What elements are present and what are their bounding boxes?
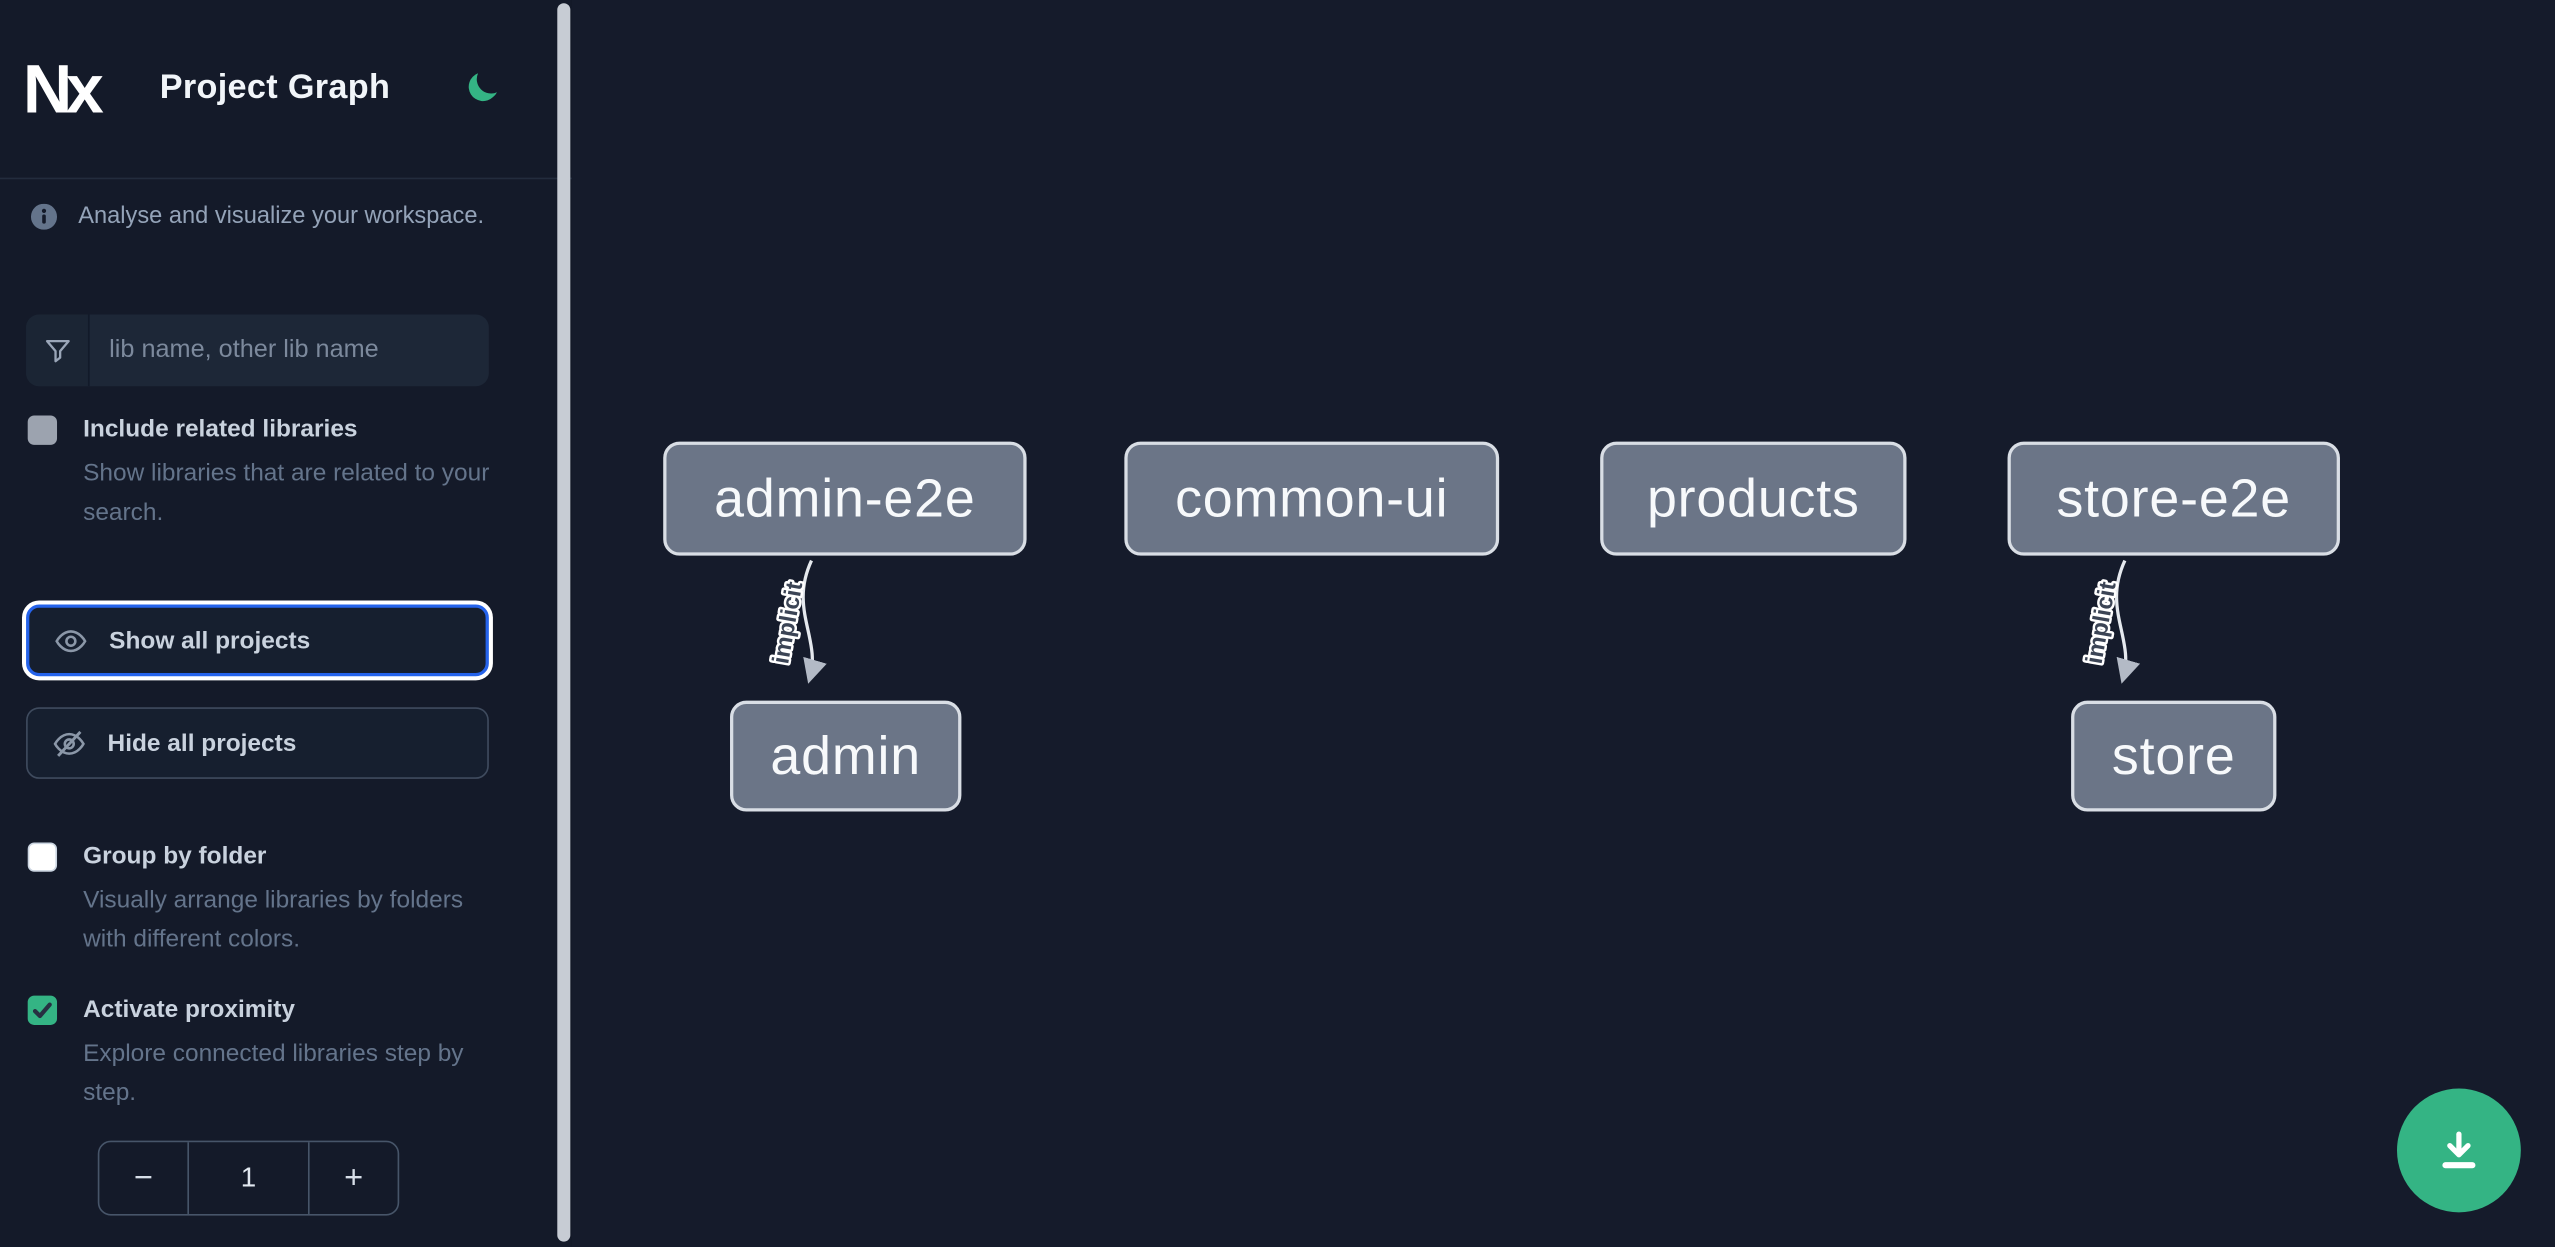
proximity-depth-stepper: − 1 + bbox=[97, 1140, 400, 1216]
graph-node-store-e2e[interactable]: store-e2e bbox=[2007, 441, 2340, 556]
graph-node-common-ui[interactable]: common-ui bbox=[1124, 441, 1500, 556]
sidebar: Nx Project Graph Analyse and visualize y… bbox=[0, 0, 572, 1247]
moon-icon[interactable] bbox=[466, 68, 502, 104]
tagline-text: Analyse and visualize your workspace. bbox=[78, 203, 485, 230]
edge-label-implicit: implicit bbox=[2082, 580, 2122, 666]
edge-admin-e2e-to-admin bbox=[801, 559, 827, 684]
info-icon bbox=[30, 203, 58, 230]
sidebar-scrollbar[interactable] bbox=[557, 3, 571, 1242]
proximity-depth-value[interactable]: 1 bbox=[187, 1142, 310, 1214]
include-related-checkbox[interactable] bbox=[27, 415, 58, 445]
option-activate-proximity: Activate proximity Explore connected lib… bbox=[27, 994, 501, 1113]
search-input[interactable] bbox=[89, 314, 489, 387]
graph-node-admin[interactable]: admin bbox=[730, 700, 962, 812]
group-by-folder-description: Visually arrange libraries by folders wi… bbox=[83, 886, 464, 954]
option-group-by-folder: Group by folder Visually arrange librari… bbox=[27, 841, 501, 960]
hide-all-projects-label: Hide all projects bbox=[107, 729, 297, 757]
download-icon bbox=[2442, 1131, 2476, 1169]
nx-logo-icon: Nx bbox=[23, 51, 110, 126]
group-by-folder-label: Group by folder bbox=[83, 842, 267, 871]
show-all-projects-button[interactable]: Show all projects bbox=[26, 604, 489, 677]
include-related-label: Include related libraries bbox=[83, 415, 358, 444]
activate-proximity-label: Activate proximity bbox=[83, 995, 296, 1024]
graph-node-products[interactable]: products bbox=[1600, 441, 1907, 556]
option-include-related: Include related libraries Show libraries… bbox=[27, 414, 501, 533]
show-all-projects-label: Show all projects bbox=[109, 626, 311, 655]
increment-button[interactable]: + bbox=[344, 1159, 364, 1196]
search-box bbox=[26, 314, 489, 387]
hide-all-projects-button[interactable]: Hide all projects bbox=[26, 707, 489, 779]
decrement-button[interactable]: − bbox=[133, 1159, 153, 1196]
svg-text:Nx: Nx bbox=[23, 51, 104, 126]
activate-proximity-description: Explore connected libraries step by step… bbox=[83, 1039, 464, 1107]
sidebar-header: Nx Project Graph bbox=[0, 0, 572, 180]
edge-store-e2e-to-store bbox=[2114, 559, 2141, 684]
graph-edges: implicit implicit bbox=[766, 559, 2141, 684]
activate-proximity-checkbox[interactable] bbox=[27, 995, 58, 1025]
checkmark-icon bbox=[32, 1002, 52, 1019]
graph-node-store[interactable]: store bbox=[2071, 700, 2277, 812]
graph-canvas[interactable]: implicit implicit admin-e2e common-ui pr… bbox=[571, 0, 2555, 1247]
include-related-description: Show libraries that are related to your … bbox=[83, 459, 490, 527]
eye-off-icon bbox=[53, 730, 85, 757]
eye-icon bbox=[55, 629, 87, 652]
funnel-icon bbox=[26, 314, 90, 387]
graph-node-admin-e2e[interactable]: admin-e2e bbox=[663, 441, 1027, 556]
tagline-row: Analyse and visualize your workspace. bbox=[30, 203, 520, 230]
group-by-folder-checkbox[interactable] bbox=[27, 842, 58, 872]
download-button[interactable] bbox=[2396, 1088, 2521, 1213]
page-title: Project Graph bbox=[159, 68, 391, 106]
edge-label-implicit: implicit bbox=[768, 580, 808, 666]
